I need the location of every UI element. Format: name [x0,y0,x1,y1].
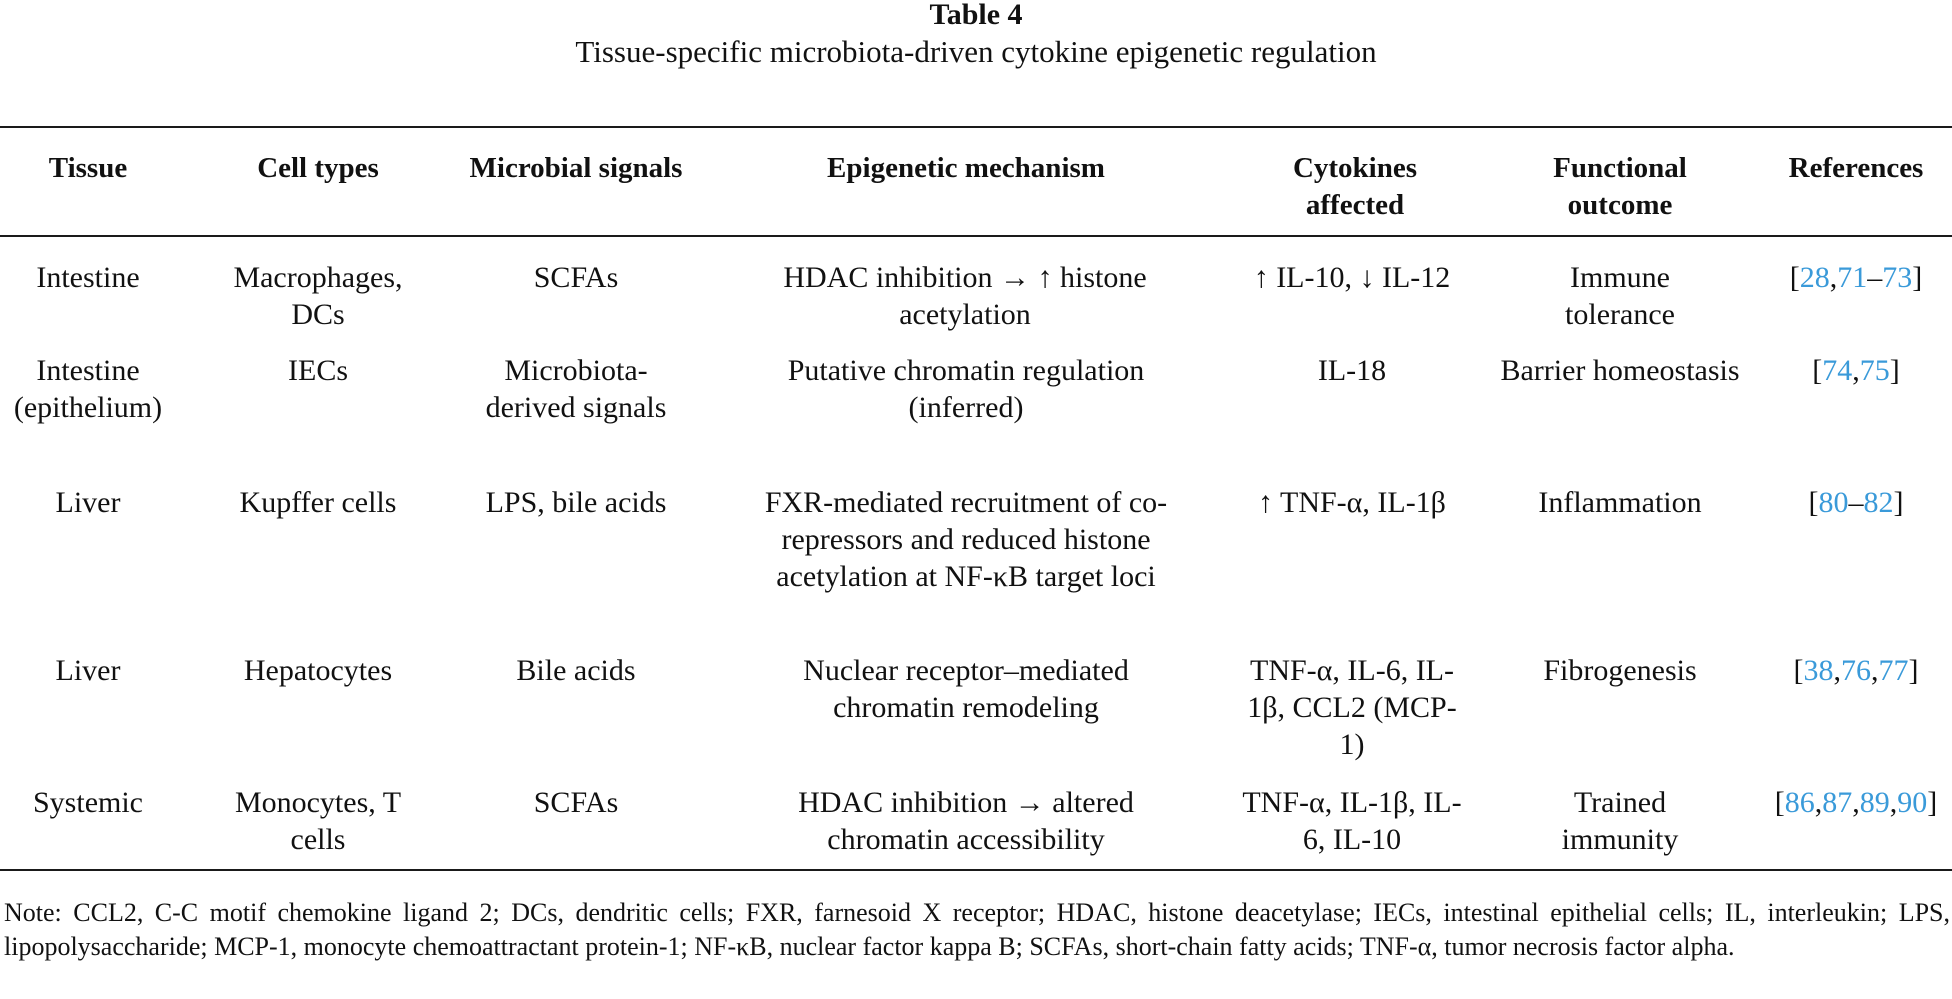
cell-tissue: Intestine [36,261,140,294]
reference-link[interactable]: 38 [1803,654,1834,687]
cell-cytokines: TNF-α, IL-1β, IL-6, IL-10 [1242,786,1462,856]
header-cell-types: Cell types [257,152,379,184]
header-functional-outcome: Functional outcome [1553,152,1687,221]
header-microbial-signals: Microbial signals [469,152,683,184]
cell-microbial-signals: LPS, bile acids [485,486,667,519]
cell-microbial-signals: Microbiota-derived signals [485,354,667,424]
cell-outcome: Fibrogenesis [1543,654,1697,687]
reference-link[interactable]: 90 [1897,786,1928,819]
cell-cytokines: IL-18 [1317,354,1387,387]
table-note: Note: CCL2, C-C motif chemokine ligand 2… [4,898,1950,961]
cell-tissue: Systemic [33,786,143,819]
cell-tissue: Intestine (epithelium) [13,354,163,424]
bottom-rule [0,869,1952,871]
cell-cytokines: ↑ TNF-α, IL-1β [1258,486,1446,519]
cell-references: [80–82] [1808,486,1904,519]
cell-references: [28,71–73] [1789,261,1923,294]
cell-mechanism: Nuclear receptor–mediated chromatin remo… [803,654,1129,724]
table-header: Tissue Cell types Microbial signals Epig… [0,150,1952,230]
header-references: References [1788,152,1924,184]
cell-outcome: Immune tolerance [1565,261,1675,331]
top-rule [0,126,1952,128]
cell-outcome: Trained immunity [1561,786,1679,856]
cell-mechanism: HDAC inhibition → altered chromatin acce… [798,786,1134,856]
reference-link[interactable]: 76 [1841,654,1871,687]
cell-tissue: Liver [55,486,121,519]
reference-link[interactable]: 77 [1878,654,1909,687]
cell-cytokines: TNF-α, IL-6, IL-1β, CCL2 (MCP-1) [1247,654,1457,761]
cell-tissue: Liver [55,654,121,687]
reference-link[interactable]: 73 [1882,261,1913,294]
cell-cell-types: IECs [288,354,348,387]
reference-link[interactable]: 82 [1863,486,1894,519]
cell-microbial-signals: Bile acids [516,654,636,687]
reference-link[interactable]: 75 [1859,354,1890,387]
cell-cell-types: Macrophages, DCs [233,261,403,331]
reference-link[interactable]: 87 [1822,786,1853,819]
cell-cell-types: Hepatocytes [243,654,393,687]
reference-link[interactable]: 89 [1859,786,1890,819]
cell-microbial-signals: SCFAs [533,786,619,819]
table-title: Tissue-specific microbiota-driven cytoki… [575,34,1377,69]
table-caption: Table 4 Tissue-specific microbiota-drive… [0,0,1952,72]
cell-mechanism: Putative chromatin regulation (inferred) [787,354,1145,424]
cell-outcome: Barrier homeostasis [1500,354,1740,387]
header-epigenetic-mechanism: Epigenetic mechanism [827,152,1105,184]
reference-link[interactable]: 71 [1837,261,1868,294]
reference-link[interactable]: 86 [1784,786,1815,819]
cell-outcome: Inflammation [1538,486,1702,519]
reference-link[interactable]: 28 [1799,261,1830,294]
table-label: Table 4 [929,0,1023,31]
cell-cell-types: Kupffer cells [239,486,397,519]
header-rule [0,235,1952,237]
header-cytokines-affected: Cytokines affected [1292,152,1418,221]
cell-cell-types: Monocytes, T cells [234,786,402,856]
cell-cytokines: ↑ IL-10, ↓ IL-12 [1253,261,1451,294]
cell-mechanism: HDAC inhibition → ↑ histone acetylation [783,261,1147,331]
cell-references: [86,87,89,90] [1774,786,1938,819]
cell-microbial-signals: SCFAs [533,261,619,294]
cell-references: [74,75] [1812,354,1900,387]
reference-link[interactable]: 74 [1822,354,1853,387]
reference-link[interactable]: 80 [1818,486,1849,519]
cell-mechanism: FXR-mediated recruitment of co-repressor… [764,486,1168,593]
header-tissue: Tissue [48,152,128,184]
cell-references: [38,76,77] [1793,654,1919,687]
